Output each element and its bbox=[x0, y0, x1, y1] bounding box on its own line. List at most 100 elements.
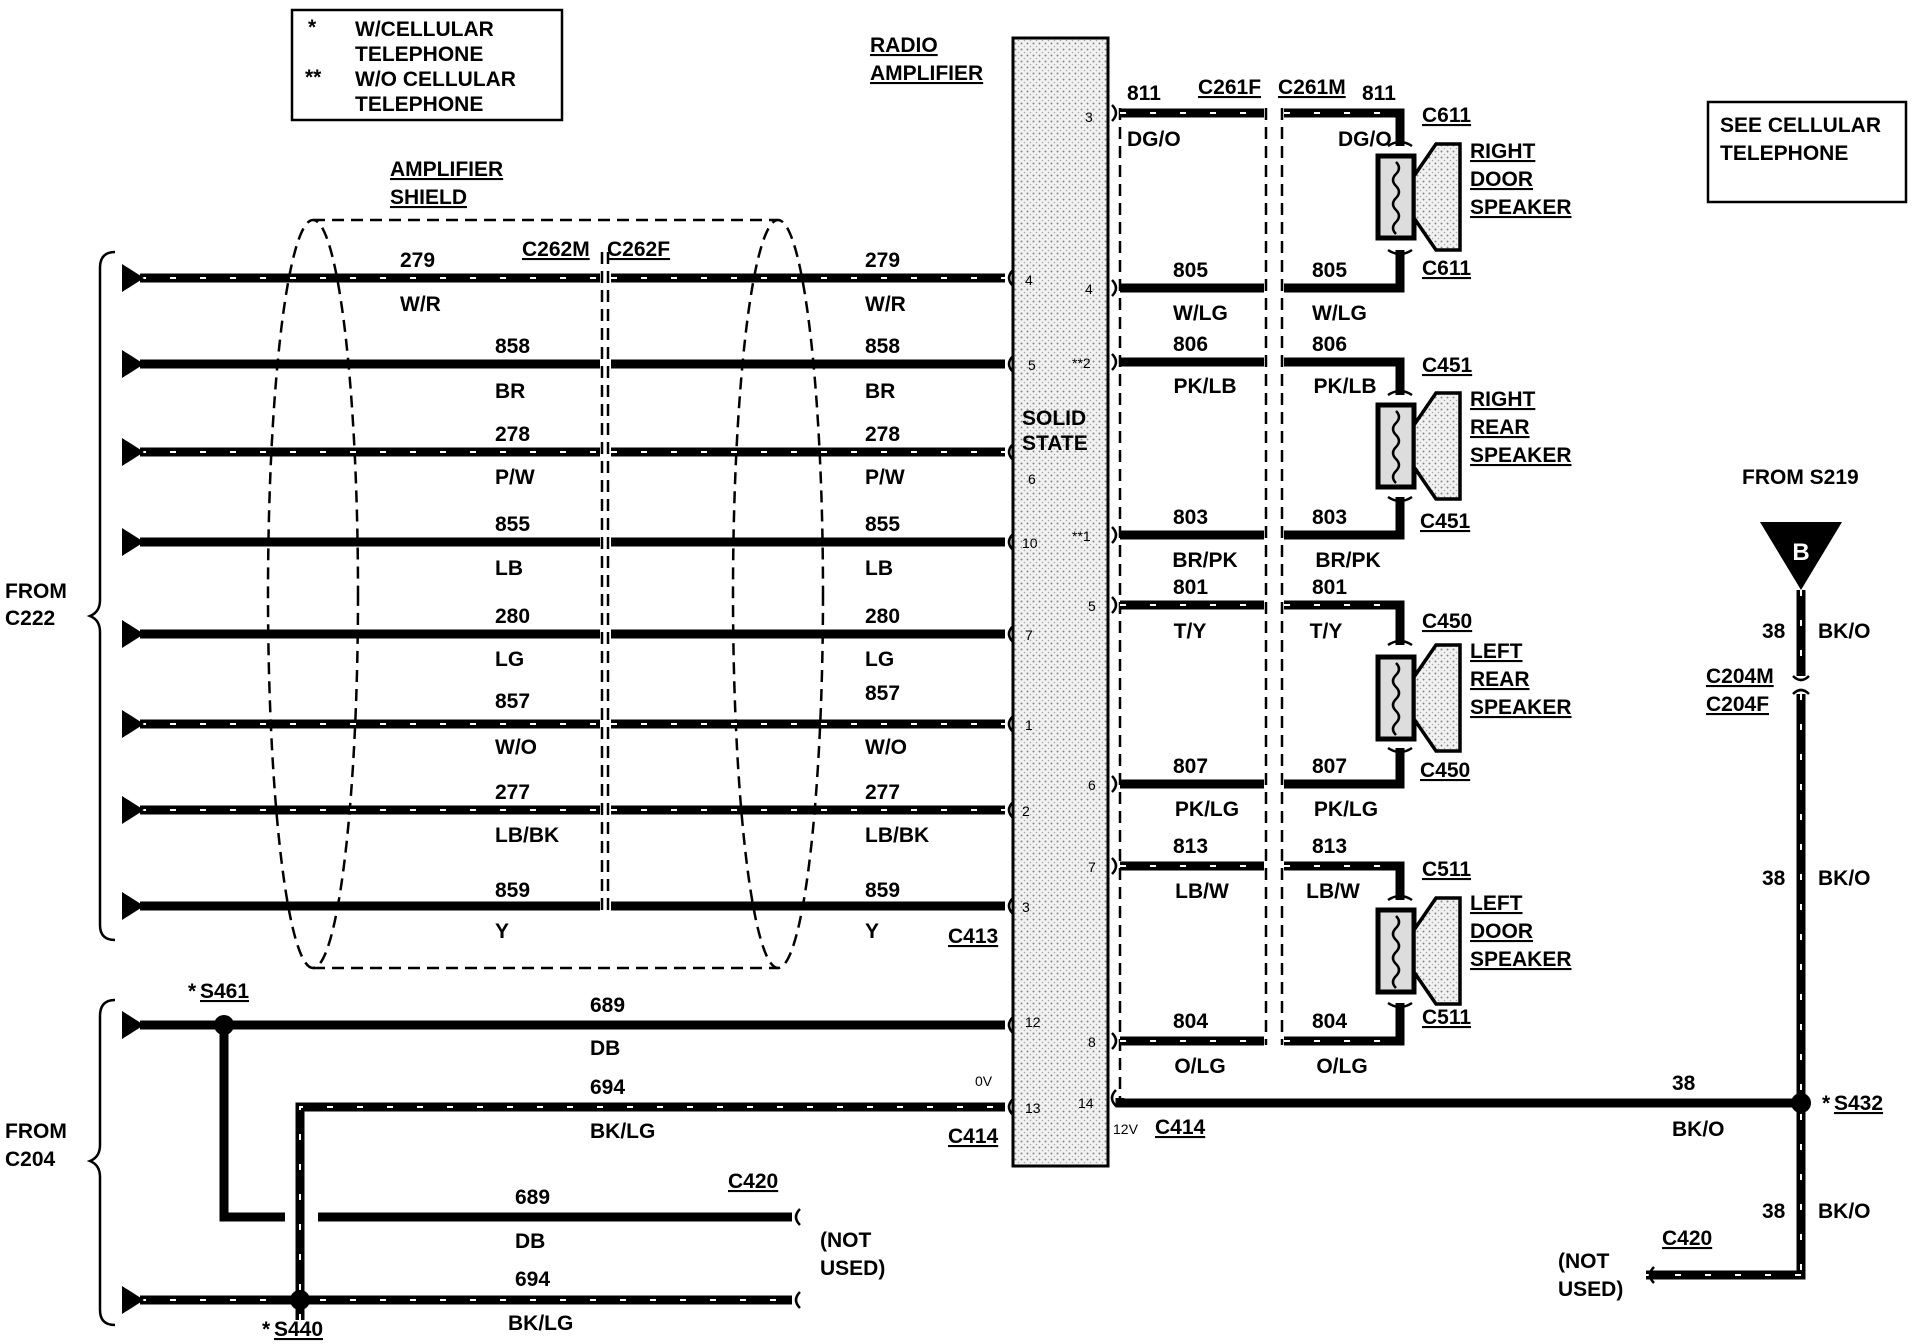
wire-num-811-a: 811 bbox=[1127, 82, 1161, 105]
left-wire-858: 858 BR 858 BR 5 bbox=[122, 335, 1036, 403]
wire-num-855-a: 855 bbox=[495, 513, 530, 536]
wire-color-db-a: DB bbox=[590, 1037, 620, 1060]
s461-star: * bbox=[188, 980, 197, 1003]
wire-num-801-a: 801 bbox=[1173, 576, 1208, 599]
wire-color-pklb-a: PK/LB bbox=[1174, 375, 1237, 398]
wire-num-807-a: 807 bbox=[1173, 755, 1208, 778]
speaker-conn-c450-top: C450 bbox=[1422, 610, 1472, 633]
bracket-c204 bbox=[86, 998, 116, 1327]
wire-num-694-a: 694 bbox=[590, 1076, 625, 1099]
speaker-conn-c611-top: C611 bbox=[1422, 104, 1471, 127]
speaker-conn-c451-bottom: C451 bbox=[1420, 510, 1471, 533]
amplifier-shield bbox=[266, 218, 825, 970]
c204f-label: C204F bbox=[1706, 693, 1769, 716]
wire-color-lg-a: LG bbox=[495, 648, 524, 671]
c262m-label: C262M bbox=[522, 238, 590, 261]
wire-color-wr-b: W/R bbox=[865, 293, 906, 316]
pin-2-right: **2 bbox=[1072, 355, 1091, 371]
wire-color-wo-a: W/O bbox=[495, 736, 537, 759]
speaker-conn-c450-bottom: C450 bbox=[1420, 759, 1470, 782]
not-used-right-2: USED) bbox=[1558, 1278, 1623, 1301]
left-wire-859: 859 Y 859 Y 3 bbox=[122, 879, 1030, 943]
wire-num-804-a: 804 bbox=[1173, 1010, 1208, 1033]
wire-color-lbw-b: LB/W bbox=[1306, 880, 1360, 903]
see-cellular-line1: SEE CELLULAR bbox=[1720, 114, 1881, 137]
c262f-label: C262F bbox=[607, 238, 670, 261]
twelve-volt-label: 12V bbox=[1113, 1121, 1139, 1137]
pin-13: 13 bbox=[1025, 1100, 1041, 1116]
speaker-right-door-2: DOOR bbox=[1470, 168, 1533, 191]
c413-label: C413 bbox=[948, 925, 998, 948]
wire-color-lbbk-b: LB/BK bbox=[865, 824, 929, 847]
pin-3-left: 3 bbox=[1022, 899, 1030, 915]
legend-with-cell-2: TELEPHONE bbox=[355, 43, 483, 66]
wire-689-to-amp: * S461 689 DB 12 bbox=[122, 980, 1041, 1060]
c204m-label: C204M bbox=[1706, 665, 1774, 688]
wire-694-to-amp: 694 BK/LG 13 0V bbox=[295, 1073, 1041, 1320]
pin-8-right: 8 bbox=[1088, 1034, 1096, 1050]
c414-right-label: C414 bbox=[1155, 1116, 1206, 1139]
solid-state-label-2: STATE bbox=[1022, 432, 1088, 455]
wire-num-857-b: 857 bbox=[865, 682, 900, 705]
wire-color-brpk-a: BR/PK bbox=[1172, 549, 1237, 572]
wire-num-859-a: 859 bbox=[495, 879, 530, 902]
speaker-right-rear-1: RIGHT bbox=[1470, 388, 1536, 411]
speaker-left-rear-3: SPEAKER bbox=[1470, 696, 1572, 719]
wire-num-803-b: 803 bbox=[1312, 506, 1347, 529]
pin-7-left: 7 bbox=[1025, 627, 1033, 643]
wire-num-278-a: 278 bbox=[495, 423, 530, 446]
left-wire-857: 857 W/O 857 W/O 1 bbox=[122, 682, 1033, 759]
pin-10-left: 10 bbox=[1022, 535, 1038, 551]
speaker-right-door-3: SPEAKER bbox=[1470, 196, 1572, 219]
legend-star-double: ** bbox=[305, 66, 322, 89]
wire-num-806-b: 806 bbox=[1312, 333, 1347, 356]
ground-b-triangle bbox=[1760, 522, 1842, 590]
legend-without-cell-1: W/O CELLULAR bbox=[355, 68, 516, 91]
pin-6-left: 6 bbox=[1028, 471, 1036, 487]
pin-3-right: 3 bbox=[1085, 109, 1093, 125]
left-wire-277: 277 LB/BK 277 LB/BK 2 bbox=[122, 781, 1030, 847]
speaker-right-rear-3: SPEAKER bbox=[1470, 444, 1572, 467]
not-used-left-2: USED) bbox=[820, 1257, 885, 1280]
wire-color-lbbk-a: LB/BK bbox=[495, 824, 559, 847]
wire-num-279-b: 279 bbox=[865, 249, 900, 272]
solid-state-label-1: SOLID bbox=[1022, 407, 1086, 430]
s432-star: * bbox=[1822, 1092, 1831, 1115]
wire-color-y-b: Y bbox=[865, 920, 879, 943]
wire-color-bko-b: BK/O bbox=[1818, 867, 1871, 890]
from-c222-2: C222 bbox=[5, 607, 55, 630]
from-c222-1: FROM bbox=[5, 580, 67, 603]
c420-left-label: C420 bbox=[728, 1170, 778, 1193]
not-used-right-1: (NOT bbox=[1558, 1250, 1609, 1273]
wire-color-bko-a: BK/O bbox=[1818, 620, 1871, 643]
see-cellular-box: SEE CELLULAR TELEPHONE bbox=[1706, 100, 1908, 204]
ground-b-feed: FROM S219 B 38 BK/O C204M C204F 38 BK/O … bbox=[1646, 466, 1883, 1284]
c261m-label: C261M bbox=[1278, 76, 1346, 99]
s440-label: S440 bbox=[274, 1318, 323, 1341]
pin-4-right: 4 bbox=[1085, 281, 1093, 297]
wire-color-pklg-b: PK/LG bbox=[1314, 798, 1378, 821]
not-used-left-1: (NOT bbox=[820, 1229, 871, 1252]
wire-num-689-a: 689 bbox=[590, 994, 625, 1017]
pin-5-right: 5 bbox=[1088, 598, 1096, 614]
wire-num-813-b: 813 bbox=[1312, 835, 1347, 858]
wire-color-pw-b: P/W bbox=[865, 466, 905, 489]
speaker-left-door: C511 C511 LEFT DOOR SPEAKER bbox=[1375, 858, 1572, 1046]
wire-num-804-b: 804 bbox=[1312, 1010, 1347, 1033]
wire-689-not-used: 689 DB C420 bbox=[219, 1025, 801, 1253]
s432-label: S432 bbox=[1834, 1092, 1883, 1115]
wire-num-803-a: 803 bbox=[1173, 506, 1208, 529]
wire-num-694-b: 694 bbox=[515, 1268, 550, 1291]
wire-num-38-horiz: 38 bbox=[1672, 1072, 1696, 1095]
pin-1-right: **1 bbox=[1072, 528, 1091, 544]
speaker-left-door-3: SPEAKER bbox=[1470, 948, 1572, 971]
speaker-left-door-2: DOOR bbox=[1470, 920, 1533, 943]
wire-color-br-a: BR bbox=[495, 380, 525, 403]
see-cellular-line2: TELEPHONE bbox=[1720, 142, 1848, 165]
wire-num-807-b: 807 bbox=[1312, 755, 1347, 778]
wire-color-dgo-b: DG/O bbox=[1338, 128, 1392, 151]
speaker-left-rear-2: REAR bbox=[1470, 668, 1530, 691]
pin-5-left: 5 bbox=[1028, 357, 1036, 373]
splice-s432-dot bbox=[1791, 1093, 1811, 1113]
